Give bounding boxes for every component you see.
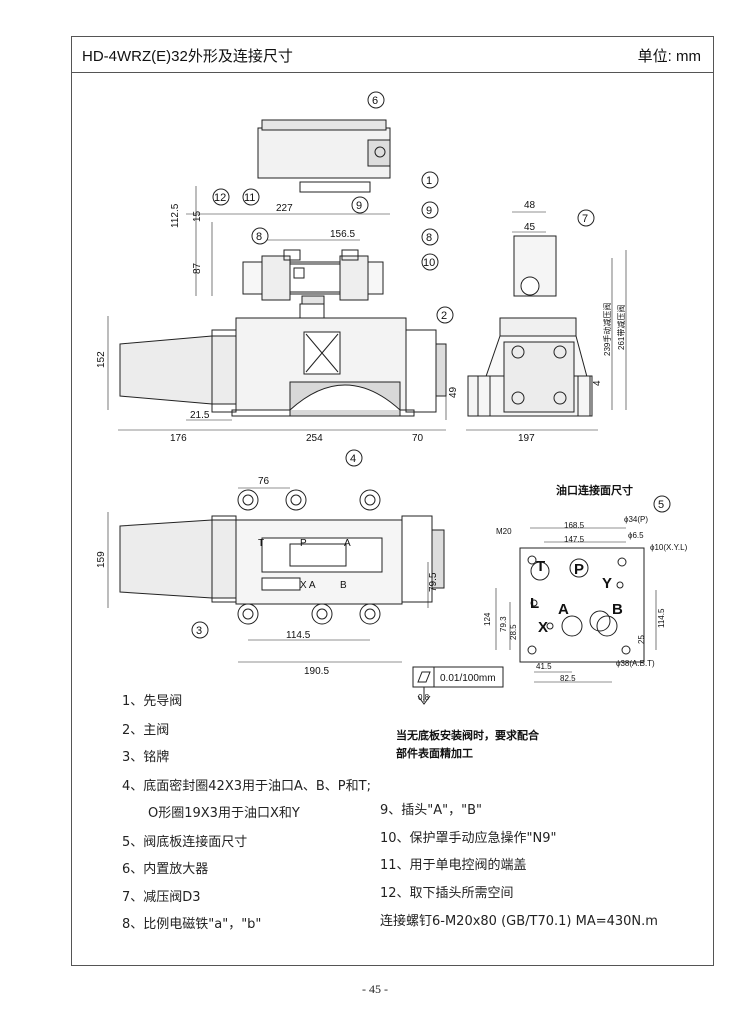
page-title: HD-4WRZ(E)32外形及连接尺寸 xyxy=(82,48,293,65)
port-face-a: A xyxy=(558,601,569,618)
dim-112-5: 112.5 xyxy=(170,203,181,228)
legend-item-6: 6、内置放大器 xyxy=(122,862,209,877)
dim-48: 48 xyxy=(524,200,536,211)
port-face-m20: M20 xyxy=(496,527,512,536)
main-valve-body xyxy=(119,317,447,417)
note-line-2: 部件表面精加工 xyxy=(396,747,473,760)
dim-156-5: 156.5 xyxy=(330,229,355,240)
callout-8b: 8 xyxy=(426,232,432,244)
legend-item-12: 12、取下插头所需空间 xyxy=(380,886,514,901)
dim-70: 70 xyxy=(412,433,424,444)
dim-254: 254 xyxy=(306,433,323,444)
plan-port-a: A xyxy=(344,538,351,549)
port-face-title: 油口连接面尺寸 xyxy=(556,483,633,497)
dim-15: 15 xyxy=(192,210,203,222)
legend-item-9: 9、插头"A"，"B" xyxy=(380,803,483,818)
dim-197: 197 xyxy=(518,433,535,444)
plan-view xyxy=(119,489,445,625)
dim-152: 152 xyxy=(96,351,107,368)
port-face-147-5: 147.5 xyxy=(564,535,585,544)
legend-item-11: 11、用于单电控阀的端盖 xyxy=(380,858,527,873)
page-number: - 45 - xyxy=(362,982,388,996)
callout-9a: 9 xyxy=(356,200,362,212)
plan-port-t: T xyxy=(258,538,264,549)
legend-item-8: 8、比例电磁铁"a"，"b" xyxy=(122,917,262,932)
legend-item-3: 3、铭牌 xyxy=(122,750,170,765)
port-face-p: P xyxy=(574,561,584,578)
port-face-drawing xyxy=(519,547,645,663)
plan-port-xa: X A xyxy=(300,580,316,591)
legend-item-10: 10、保护罩手动应急操作"N9" xyxy=(380,831,557,846)
tolerance-value: 0.01/100mm xyxy=(440,673,496,684)
legend-item-1: 1、先导阀 xyxy=(122,694,183,709)
callout-11: 11 xyxy=(244,192,255,204)
side-view xyxy=(467,235,593,417)
legend-item-4a: 4、底面密封圈42X3用于油口A、B、P和T; xyxy=(122,779,371,794)
dim-159: 159 xyxy=(96,551,107,568)
pilot-valve xyxy=(242,249,384,319)
callout-10: 10 xyxy=(423,257,435,269)
note-line-1: 当无底板安装阀时，要求配合 xyxy=(396,729,539,742)
dim-227: 227 xyxy=(276,203,293,214)
port-face-l: L xyxy=(530,595,539,612)
dim-239: 239手动减压阀 xyxy=(602,303,612,356)
legend-item-2: 2、主阀 xyxy=(122,723,170,738)
callout-12: 12 xyxy=(214,192,226,204)
legend-item-5: 5、阀底板连接面尺寸 xyxy=(122,835,248,850)
unit-label: 单位: mm xyxy=(637,48,701,65)
dim-79-5: 79.5 xyxy=(428,572,439,592)
dim-190-5: 190.5 xyxy=(304,666,329,677)
port-face-79-3: 79.3 xyxy=(499,616,508,632)
port-face-b: B xyxy=(612,601,623,618)
callout-6: 6 xyxy=(372,95,378,107)
callout-1: 1 xyxy=(426,175,432,187)
callout-2: 2 xyxy=(441,310,447,322)
plan-port-p: P xyxy=(300,538,307,549)
port-face-28-5: 28.5 xyxy=(509,624,518,640)
legend-item-13: 连接螺钉6-M20x80 (GB/T70.1) MA=430N.m xyxy=(380,914,658,929)
dim-176: 176 xyxy=(170,433,187,444)
callout-8a: 8 xyxy=(256,231,262,243)
port-face-25: 25 xyxy=(637,635,646,644)
legend-item-7: 7、减压阀D3 xyxy=(122,890,201,905)
port-face-phi10: ϕ10(X.Y.L) xyxy=(650,543,688,552)
port-face-114-5: 114.5 xyxy=(657,608,666,628)
port-face-y: Y xyxy=(602,575,612,592)
dim-87: 87 xyxy=(192,262,203,274)
dim-4: 4 xyxy=(592,380,603,386)
flatness-tolerance xyxy=(412,666,504,705)
port-face-phi6-5: ϕ6.5 xyxy=(628,531,644,540)
dim-49: 49 xyxy=(448,386,459,398)
dim-261: 261带减压阀 xyxy=(616,305,626,350)
dim-114-5: 114.5 xyxy=(286,630,311,641)
port-face-168-5: 168.5 xyxy=(564,521,585,530)
dim-76: 76 xyxy=(258,476,270,487)
port-face-41-5: 41.5 xyxy=(536,662,552,671)
port-face-t: T xyxy=(536,558,545,575)
port-face-phi34: ϕ34(P) xyxy=(624,515,648,524)
port-face-124: 124 xyxy=(483,612,492,626)
header-bar: HD-4WRZ(E)32外形及连接尺寸 单位: mm xyxy=(72,37,713,73)
plan-port-b: B xyxy=(340,580,347,591)
callout-4: 4 xyxy=(350,453,356,465)
port-face-phi38: ϕ38(A.B.T) xyxy=(616,659,655,668)
callout-7: 7 xyxy=(582,213,588,225)
port-face-x: X xyxy=(538,619,548,636)
callout-3: 3 xyxy=(196,625,202,637)
drawing-frame: HD-4WRZ(E)32外形及连接尺寸 单位: mm xyxy=(71,36,714,966)
callout-5: 5 xyxy=(658,499,664,511)
callout-9b: 9 xyxy=(426,205,432,217)
dim-45: 45 xyxy=(524,222,536,233)
roughness-value: 0.8 xyxy=(418,693,430,702)
amplifier-housing xyxy=(257,119,391,193)
dim-21-5: 21.5 xyxy=(190,410,210,421)
legend-item-4b: O形圈19X3用于油口X和Y xyxy=(148,806,300,821)
port-face-82-5: 82.5 xyxy=(560,674,576,683)
